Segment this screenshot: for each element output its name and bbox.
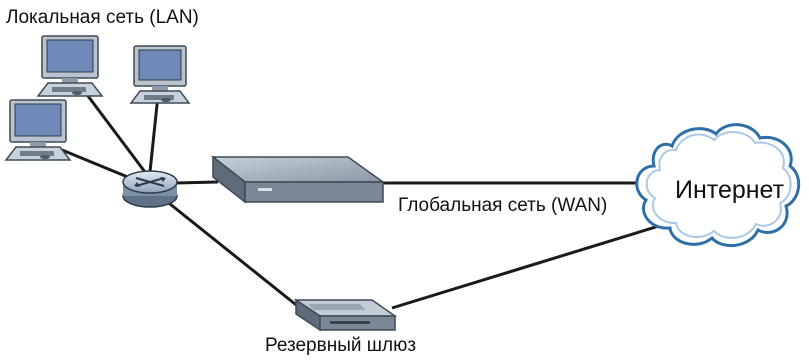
link-router-backup bbox=[159, 194, 301, 310]
backup-gateway-label: Резервный шлюз bbox=[265, 335, 417, 356]
computer-icon bbox=[4, 99, 72, 161]
link-backup-internet bbox=[391, 220, 673, 310]
computer-icon bbox=[36, 35, 104, 97]
link-router-modem bbox=[174, 180, 219, 185]
internet-cloud-icon bbox=[635, 123, 801, 247]
link-router-pc-top-left bbox=[80, 87, 150, 177]
computer-icon bbox=[129, 45, 191, 104]
wan-modem-icon bbox=[210, 155, 386, 204]
lan-label: Локальная сеть (LAN) bbox=[6, 7, 199, 28]
internet-label: Интернет bbox=[675, 176, 785, 204]
wan-label: Глобальная сеть (WAN) bbox=[398, 195, 608, 216]
link-router-pc-top-right bbox=[148, 94, 160, 173]
backup-gateway-icon bbox=[293, 298, 398, 332]
router-icon bbox=[122, 170, 178, 208]
